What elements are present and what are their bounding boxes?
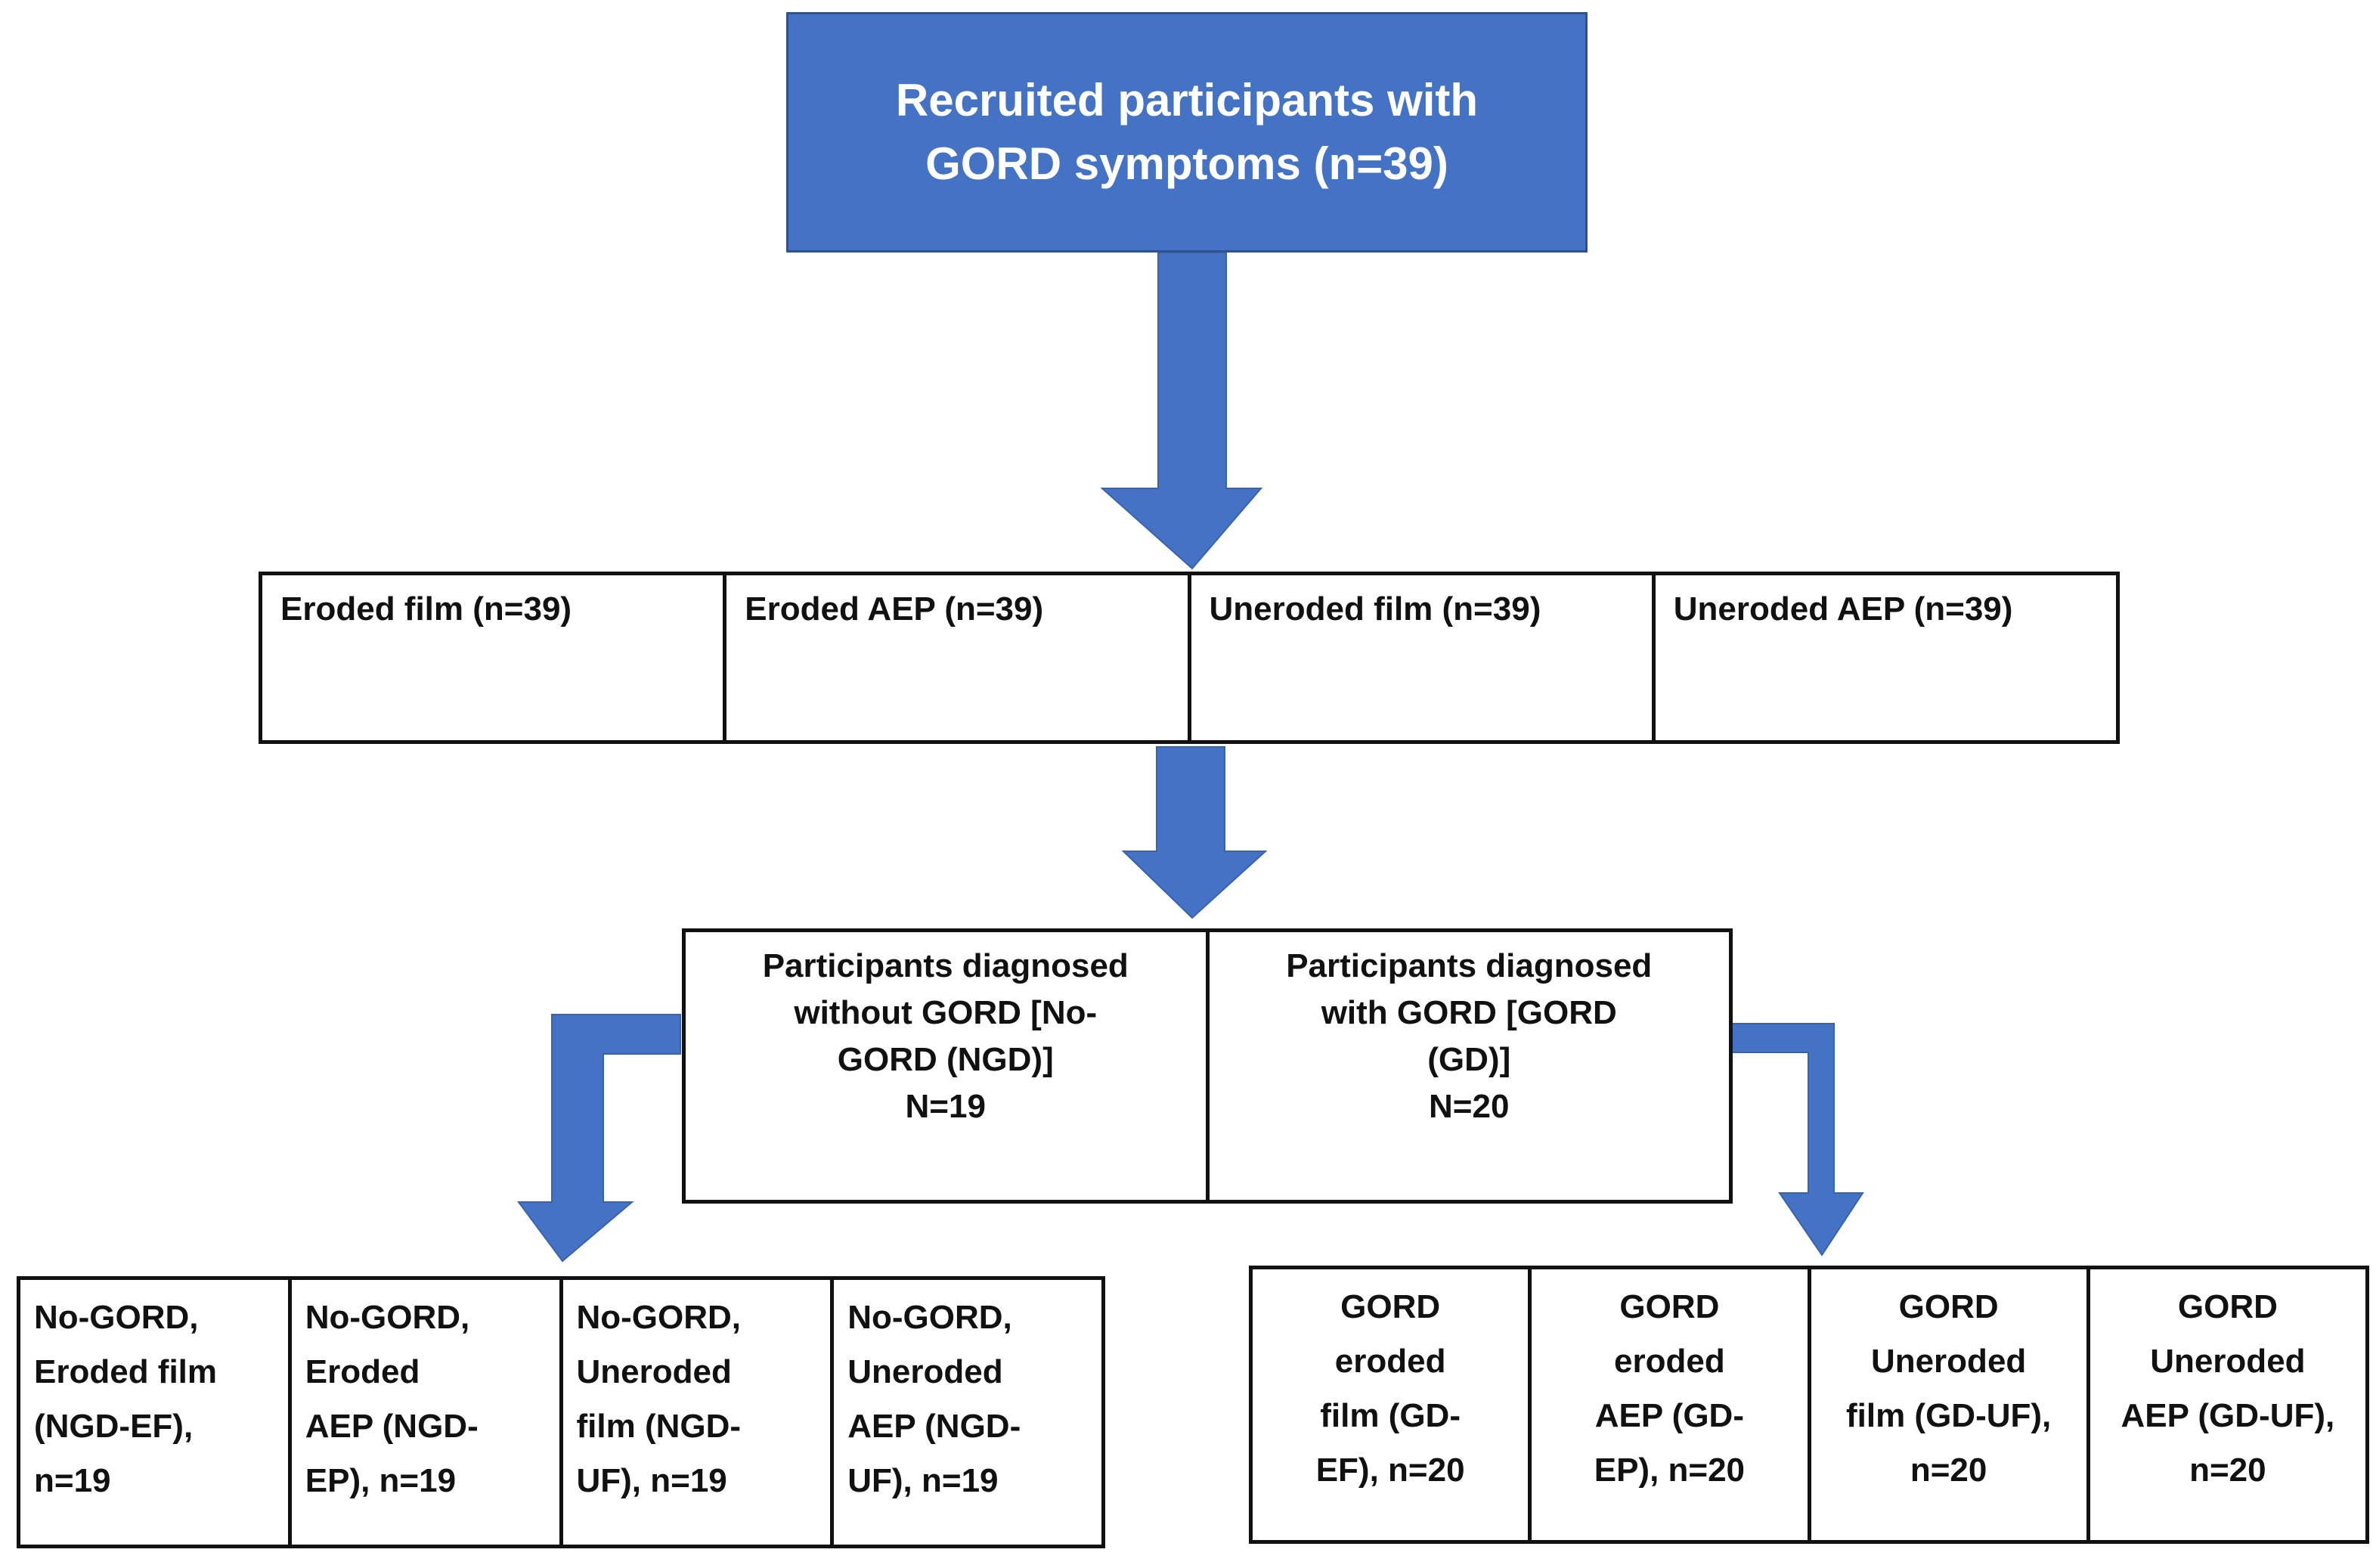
group-count: n=19 <box>34 1462 111 1499</box>
diagnosis-gord: Participants diagnosed with GORD [GORD (… <box>1210 932 1730 1200</box>
group-line: AEP (GD-UF), <box>2121 1397 2335 1434</box>
gord-line-2: with GORD [GORD <box>1321 994 1617 1031</box>
sample-uneroded-film: Uneroded film (n=39) <box>1191 575 1656 740</box>
group-count: UF), n=19 <box>847 1462 999 1499</box>
group-line: eroded <box>1334 1343 1446 1380</box>
group-count: EP), n=19 <box>305 1462 457 1499</box>
group-line: Uneroded <box>1870 1343 2027 1380</box>
gord-line-3: (GD)] <box>1427 1041 1511 1078</box>
group-line: GORD <box>1340 1288 1441 1325</box>
arrow-samples-to-diagnosis <box>1121 746 1268 919</box>
group-line: AEP (NGD- <box>305 1408 479 1445</box>
gord-count: N=20 <box>1429 1088 1510 1125</box>
group-line: film (GD-UF), <box>1845 1397 2052 1434</box>
group-line: Eroded <box>305 1353 420 1390</box>
group-count: EF), n=20 <box>1315 1452 1465 1489</box>
group-line: film (GD- <box>1320 1397 1461 1434</box>
gord-groups-row: GORD eroded film (GD- EF), n=20 GORD ero… <box>1249 1266 2369 1544</box>
group-gd-uf-film: GORD Uneroded film (GD-UF), n=20 <box>1811 1269 2090 1540</box>
group-line: Uneroded <box>847 1353 1003 1390</box>
group-gd-ef: GORD eroded film (GD- EF), n=20 <box>1253 1269 1532 1540</box>
arrow-top-to-samples <box>1100 252 1263 570</box>
no-gord-line-2: without GORD [No- <box>794 994 1098 1031</box>
no-gord-groups-row: No-GORD, Eroded film (NGD-EF), n=19 No-G… <box>17 1276 1105 1548</box>
no-gord-line-3: GORD (NGD)] <box>837 1041 1054 1078</box>
no-gord-line-1: Participants diagnosed <box>762 947 1129 984</box>
group-line: GORD <box>1619 1288 1720 1325</box>
group-line: AEP (NGD- <box>847 1408 1021 1445</box>
group-line: No-GORD, <box>34 1299 199 1336</box>
arrow-to-gord-groups <box>1706 1023 1864 1257</box>
sample-type-row: Eroded film (n=39) Eroded AEP (n=39) Une… <box>259 572 2120 744</box>
group-count: UF), n=19 <box>576 1462 727 1499</box>
group-ngd-uf-aep: No-GORD, Uneroded AEP (NGD- UF), n=19 <box>834 1280 1101 1545</box>
diagnosis-no-gord: Participants diagnosed without GORD [No-… <box>686 932 1210 1200</box>
group-ngd-uf-film: No-GORD, Uneroded film (NGD- UF), n=19 <box>563 1280 835 1545</box>
group-count: EP), n=20 <box>1594 1452 1746 1489</box>
group-count: n=20 <box>1910 1452 1987 1489</box>
recruited-line-2: GORD symptoms (n=39) <box>925 138 1448 189</box>
group-line: eroded <box>1614 1343 1725 1380</box>
group-line: GORD <box>1898 1288 1999 1325</box>
group-gd-uf-aep: GORD Uneroded AEP (GD-UF), n=20 <box>2090 1269 2365 1540</box>
gord-line-1: Participants diagnosed <box>1286 947 1653 984</box>
group-line: No-GORD, <box>576 1299 742 1336</box>
group-gd-ep: GORD eroded AEP (GD- EP), n=20 <box>1532 1269 1811 1540</box>
group-line: Uneroded <box>2150 1343 2306 1380</box>
group-line: Eroded film <box>34 1353 218 1390</box>
arrow-to-no-gord-groups <box>517 1014 681 1263</box>
sample-eroded-film: Eroded film (n=39) <box>262 575 727 740</box>
sample-uneroded-aep: Uneroded AEP (n=39) <box>1673 590 2013 628</box>
sample-eroded-aep: Eroded AEP (n=39) <box>726 575 1191 740</box>
group-line: No-GORD, <box>305 1299 470 1336</box>
group-ngd-ep: No-GORD, Eroded AEP (NGD- EP), n=19 <box>292 1280 563 1545</box>
group-line: film (NGD- <box>576 1408 742 1445</box>
group-count: n=20 <box>2189 1452 2266 1489</box>
group-line: No-GORD, <box>847 1299 1012 1336</box>
no-gord-count: N=19 <box>905 1088 986 1125</box>
group-ngd-ef: No-GORD, Eroded film (NGD-EF), n=19 <box>20 1280 292 1545</box>
group-line: Uneroded <box>576 1353 732 1390</box>
group-line: AEP (GD- <box>1594 1397 1744 1434</box>
group-line: (NGD-EF), <box>34 1408 194 1445</box>
recruited-line-1: Recruited participants with <box>895 75 1479 126</box>
group-line: GORD <box>2177 1288 2278 1325</box>
diagnosis-row: Participants diagnosed without GORD [No-… <box>682 928 1733 1204</box>
recruited-participants-box: Recruited participants with GORD symptom… <box>786 12 1588 253</box>
